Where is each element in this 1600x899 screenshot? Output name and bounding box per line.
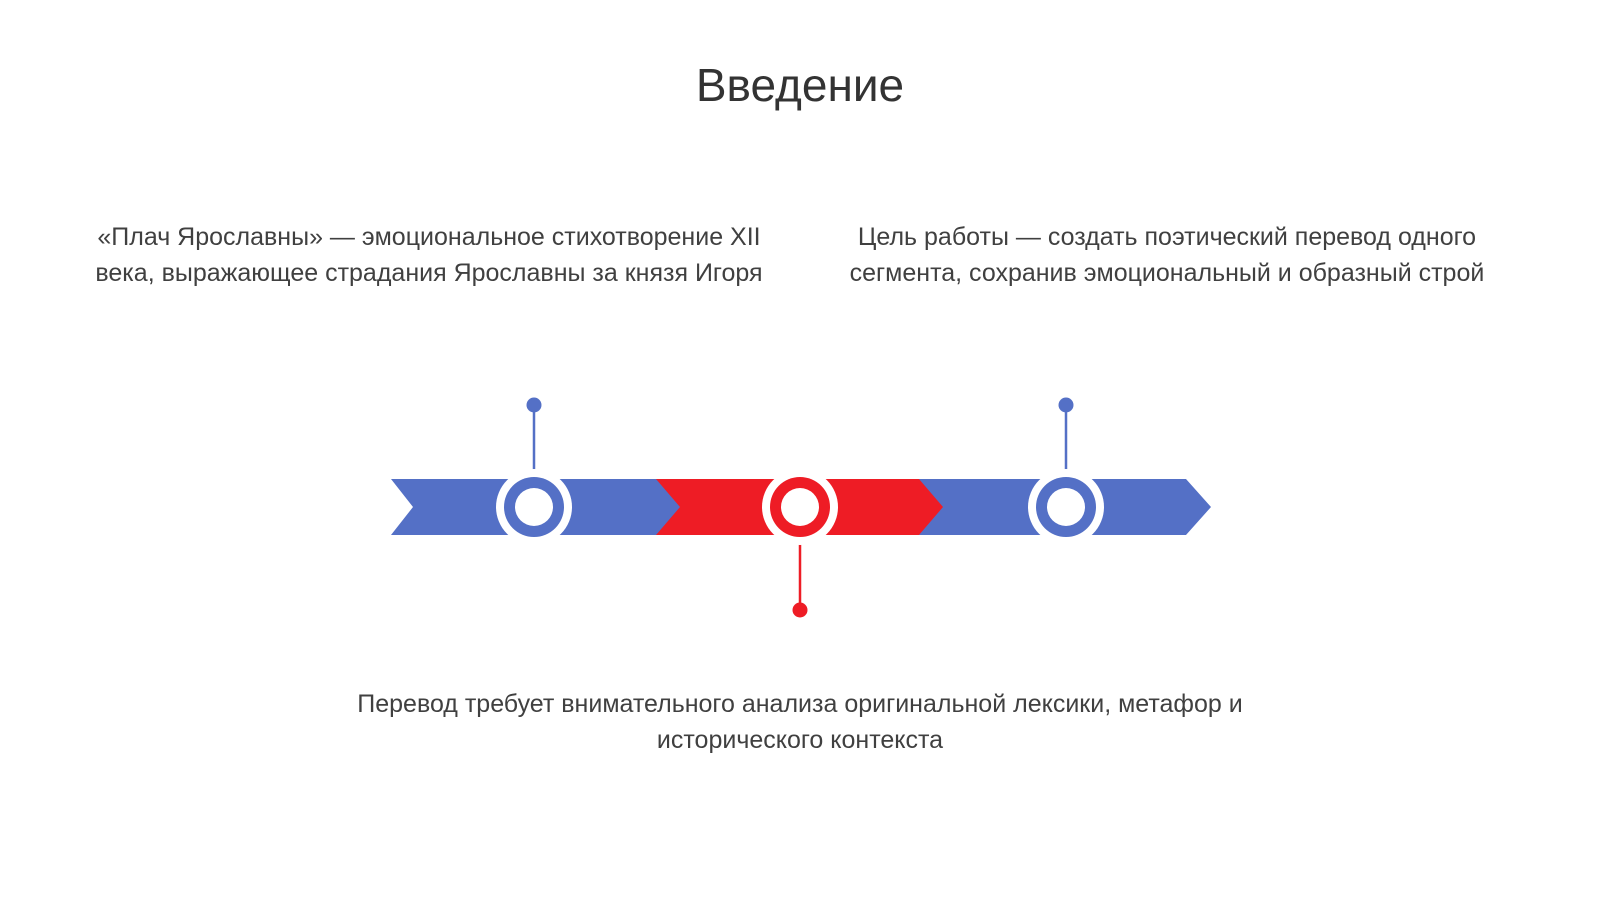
marker-3-ring-hole [1047, 488, 1085, 526]
point-bottom-text: Перевод требует внимательного анализа ор… [357, 690, 1243, 754]
slide-title: Введение [695, 59, 905, 111]
marker-1-ring-hole [515, 488, 553, 526]
point-left-text: «Плач Ярославны» — эмоциональное стихотв… [95, 223, 763, 287]
marker-1-dot [526, 397, 542, 413]
marker-2-dot [792, 602, 808, 618]
marker-2-ring-hole [781, 488, 819, 526]
marker-3-dot [1058, 397, 1074, 413]
point-right-text: Цель работы — создать поэтический перево… [849, 223, 1485, 287]
